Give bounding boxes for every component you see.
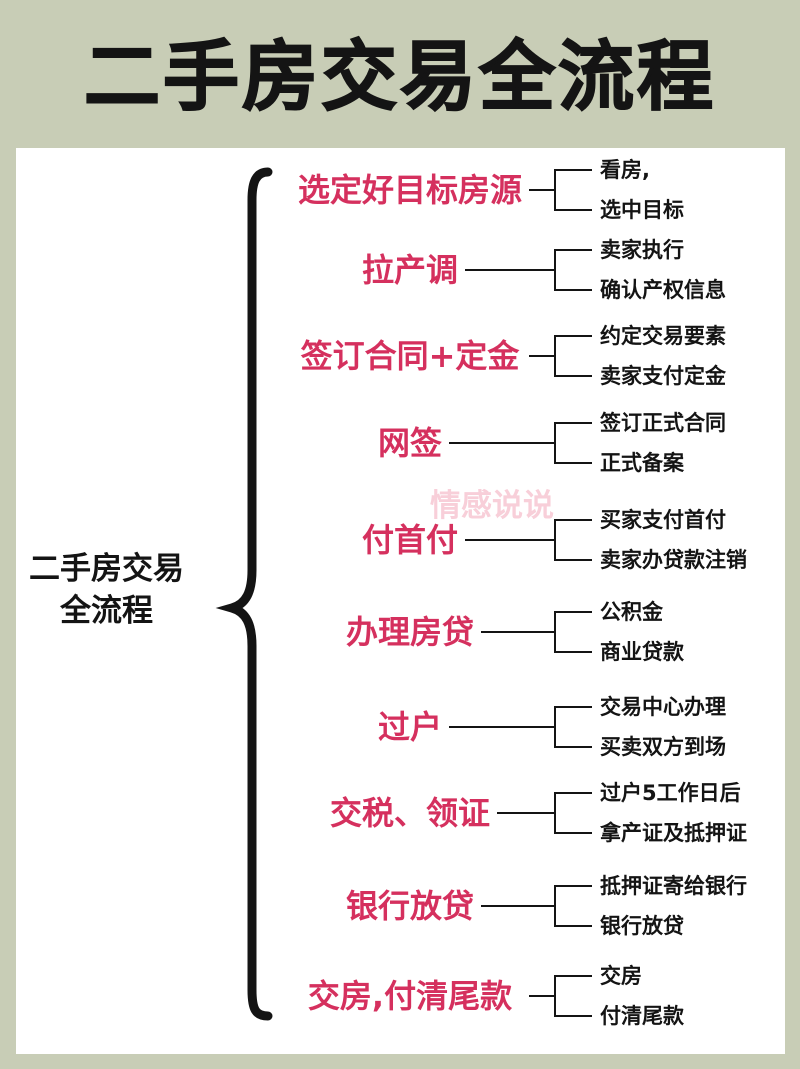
sub-bracket — [554, 335, 592, 377]
sub-bracket — [554, 169, 592, 211]
sub-item: 卖家执行 — [600, 238, 684, 262]
sub-item: 卖家支付定金 — [600, 364, 726, 388]
step-label: 过户 — [377, 708, 442, 746]
sub-bracket — [554, 249, 592, 291]
sub-bracket — [554, 706, 592, 748]
step-label: 选定好目标房源 — [297, 171, 522, 209]
root-node-line-2: 全流程 — [60, 593, 153, 629]
step-label: 网签 — [377, 424, 442, 462]
sub-item: 约定交易要素 — [600, 324, 726, 348]
sub-item: 选中目标 — [600, 198, 684, 222]
sub-item: 银行放贷 — [600, 914, 684, 938]
sub-item: 交易中心办理 — [600, 695, 726, 719]
sub-item: 确认产权信息 — [600, 278, 726, 302]
sub-bracket — [554, 611, 592, 653]
sub-bracket — [554, 792, 592, 834]
step-label: 办理房贷 — [345, 613, 474, 651]
root-node-line-1: 二手房交易 — [29, 551, 184, 587]
sub-item: 卖家办贷款注销 — [600, 548, 747, 572]
step-label: 银行放贷 — [345, 887, 474, 925]
diagram-panel — [16, 148, 785, 1054]
step-label: 拉产调 — [361, 251, 458, 289]
sub-item: 买卖双方到场 — [600, 735, 726, 759]
root-node: 二手房交易 全流程 — [14, 548, 199, 632]
sub-item: 付清尾款 — [600, 1004, 684, 1028]
sub-item: 拿产证及抵押证 — [600, 821, 747, 845]
sub-bracket — [554, 885, 592, 927]
step-label: 交税、领证 — [329, 794, 490, 832]
sub-item: 签订正式合同 — [600, 411, 726, 435]
sub-item: 公积金 — [600, 600, 663, 624]
sub-bracket — [554, 975, 592, 1017]
main-brace — [215, 167, 273, 1021]
step-label: 付首付 — [361, 521, 458, 559]
sub-item: 过户5工作日后 — [600, 781, 741, 805]
sub-bracket — [554, 422, 592, 464]
sub-item: 看房, — [600, 158, 650, 182]
sub-item: 抵押证寄给银行 — [600, 874, 747, 898]
watermark-text: 情感说说 — [430, 488, 554, 524]
page-title: 二手房交易全流程 — [83, 31, 716, 122]
sub-item: 买家支付首付 — [600, 508, 726, 532]
step-label: 交房,付清尾款 — [307, 977, 513, 1015]
sub-item: 正式备案 — [600, 451, 684, 475]
sub-item: 商业贷款 — [600, 640, 684, 664]
step-label: 签订合同+定金 — [300, 337, 520, 375]
sub-item: 交房 — [600, 964, 642, 988]
sub-bracket — [554, 519, 592, 561]
